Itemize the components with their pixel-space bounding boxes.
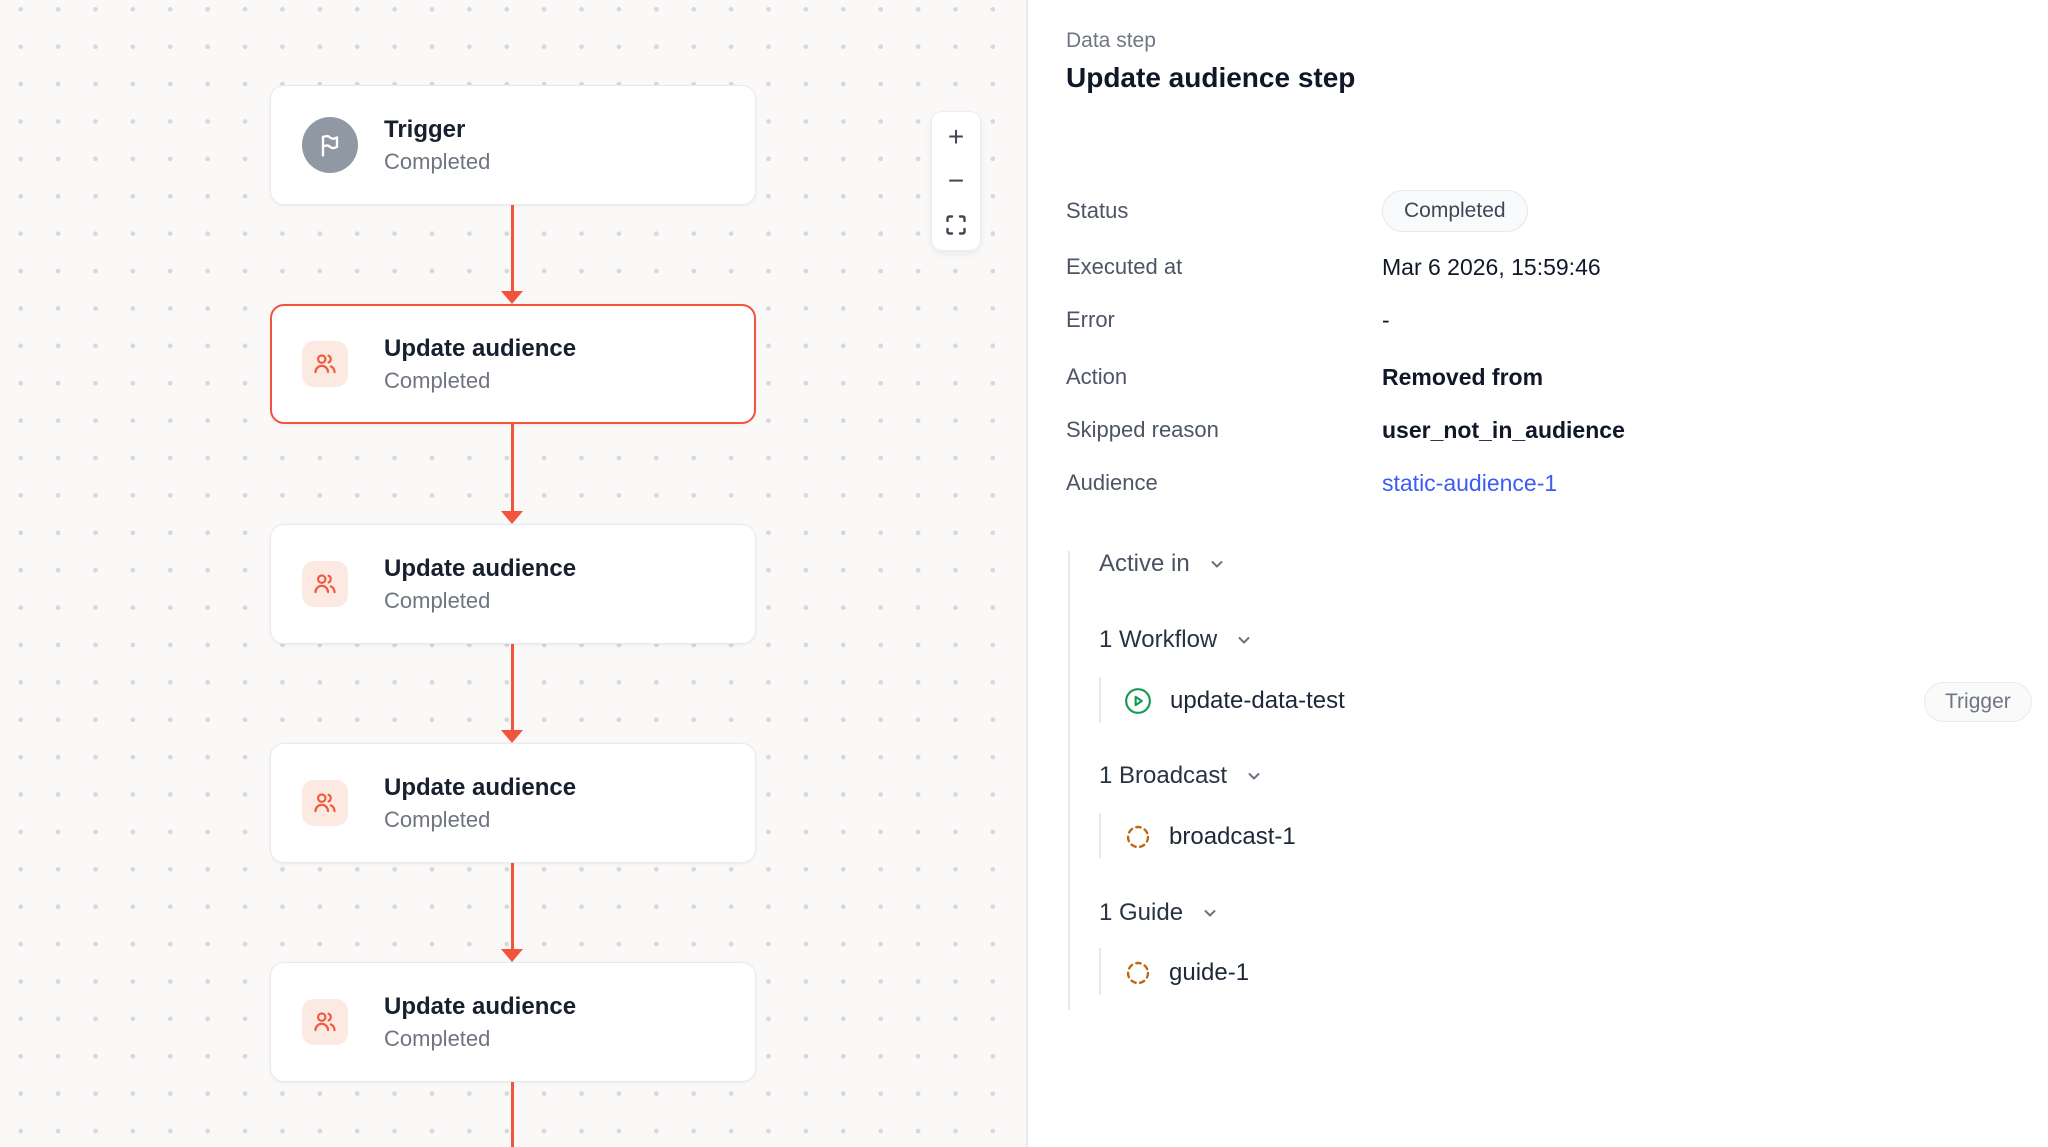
status-badge: Completed	[1382, 190, 1528, 232]
page-title: Update audience step	[1066, 62, 1356, 93]
workflow-canvas[interactable]: Trigger Completed Update audience Comple…	[0, 0, 1026, 1147]
chevron-down-icon	[1244, 766, 1264, 786]
node-title: Update audience	[384, 334, 577, 362]
node-update-audience[interactable]: Update audience Completed	[270, 743, 756, 863]
workflow-item[interactable]: update-data-test	[1124, 687, 1345, 715]
chevron-down-icon	[1234, 630, 1254, 650]
node-status: Completed	[384, 148, 491, 174]
field-status: Status Completed	[1066, 190, 2020, 232]
field-label: Skipped reason	[1066, 417, 1219, 442]
field-label: Audience	[1066, 470, 1158, 495]
edge-arrowhead	[501, 730, 523, 743]
node-status: Completed	[384, 806, 491, 832]
group-workflow-toggle[interactable]: 1 Workflow	[1099, 626, 1254, 654]
group-label: 1 Guide	[1099, 899, 1184, 926]
broadcast-item-label: broadcast-1	[1169, 823, 1296, 850]
users-icon	[302, 341, 348, 387]
users-icon	[302, 780, 348, 826]
users-icon	[302, 999, 348, 1045]
edge-arrow	[511, 644, 514, 731]
workflow-item-label: update-data-test	[1170, 687, 1345, 714]
edge-arrowhead	[501, 291, 523, 304]
audience-link[interactable]: static-audience-1	[1382, 469, 1558, 496]
item-indent-line	[1099, 948, 1101, 995]
node-update-audience[interactable]: Update audience Completed	[270, 962, 756, 1082]
play-circle-icon	[1124, 687, 1152, 715]
flag-icon	[302, 117, 358, 173]
active-in-label: Active in	[1099, 550, 1190, 577]
node-update-audience-selected[interactable]: Update audience Completed	[270, 304, 756, 424]
node-status: Completed	[384, 1025, 491, 1051]
active-in-toggle[interactable]: Active in	[1099, 550, 1227, 578]
node-title: Update audience	[384, 554, 577, 582]
node-title: Update audience	[384, 992, 577, 1020]
item-indent-line	[1099, 813, 1101, 858]
broadcast-item[interactable]: broadcast-1	[1125, 823, 1296, 851]
group-guide-toggle[interactable]: 1 Guide	[1099, 899, 1220, 927]
users-icon	[302, 561, 348, 607]
node-trigger[interactable]: Trigger Completed	[270, 85, 756, 205]
node-update-audience[interactable]: Update audience Completed	[270, 524, 756, 644]
node-title: Trigger	[384, 115, 466, 143]
field-value: user_not_in_audience	[1382, 416, 1625, 443]
field-audience: Audience static-audience-1	[1066, 462, 2020, 504]
field-value: -	[1382, 306, 1390, 333]
field-label: Error	[1066, 307, 1115, 332]
section-indent-line	[1068, 551, 1070, 1010]
canvas-zoom-controls: + −	[932, 112, 980, 250]
field-label: Status	[1066, 198, 1129, 223]
field-error: Error -	[1066, 299, 2020, 341]
fit-view-icon	[944, 213, 968, 237]
node-status: Completed	[384, 587, 491, 613]
step-type-label: Data step	[1066, 29, 1156, 52]
field-label: Action	[1066, 364, 1128, 389]
zoom-out-button[interactable]: −	[936, 162, 976, 200]
chevron-down-icon	[1200, 903, 1220, 923]
group-label: 1 Broadcast	[1099, 762, 1228, 789]
field-value: Mar 6 2026, 15:59:46	[1382, 253, 1601, 280]
field-executed-at: Executed at Mar 6 2026, 15:59:46	[1066, 246, 2020, 288]
zoom-in-button[interactable]: +	[936, 118, 976, 156]
edge-arrowhead	[501, 949, 523, 962]
trigger-badge: Trigger	[1924, 682, 2032, 722]
edge-arrow	[511, 424, 514, 512]
chevron-down-icon	[1207, 554, 1227, 574]
item-indent-line	[1099, 677, 1101, 723]
edge-arrow	[511, 863, 514, 950]
field-skipped-reason: Skipped reason user_not_in_audience	[1066, 409, 2020, 451]
group-broadcast-toggle[interactable]: 1 Broadcast	[1099, 762, 1264, 790]
edge-arrowhead	[501, 511, 523, 524]
fit-view-button[interactable]	[936, 206, 976, 244]
step-details-panel: Data step Update audience step Status Co…	[1026, 0, 2048, 1147]
guide-item-label: guide-1	[1169, 959, 1250, 986]
group-label: 1 Workflow	[1099, 626, 1218, 653]
guide-item[interactable]: guide-1	[1125, 959, 1249, 987]
node-title: Update audience	[384, 773, 577, 801]
dashed-circle-icon	[1125, 824, 1151, 850]
field-action: Action Removed from	[1066, 356, 2020, 398]
field-label: Executed at	[1066, 254, 1183, 279]
dashed-circle-icon	[1125, 960, 1151, 986]
edge-arrow	[511, 1082, 514, 1147]
edge-arrow	[511, 205, 514, 292]
field-value: Removed from	[1382, 363, 1544, 390]
node-status: Completed	[384, 367, 491, 393]
